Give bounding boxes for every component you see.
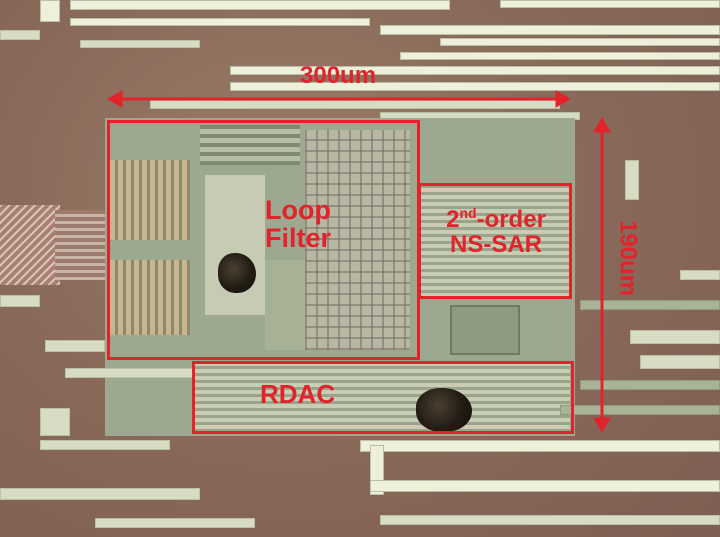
- metal-trace: [70, 0, 450, 10]
- circuit-block: [200, 125, 300, 165]
- metal-trace: [0, 488, 200, 500]
- rdac-box: [192, 361, 574, 434]
- capacitor-array: [110, 260, 190, 335]
- ns-sar-order-suffix: -order: [476, 206, 546, 233]
- width-dimension-label: 300um: [300, 62, 377, 89]
- ns-sar-order: 2: [446, 206, 460, 233]
- metal-trace: [0, 295, 40, 307]
- metal-trace: [45, 340, 105, 352]
- loop-filter-label-line1: Loop: [265, 195, 331, 225]
- circuit-block: [420, 185, 570, 300]
- capacitor-grid: [305, 130, 410, 350]
- circuit-block: [265, 260, 305, 350]
- resistor-ladder: [195, 362, 570, 432]
- metal-trace: [40, 408, 70, 436]
- input-structure: [55, 210, 105, 280]
- loop-filter-label: Loop Filter: [265, 196, 331, 253]
- ns-sar-order-superscript: nd: [459, 205, 477, 221]
- metal-trace: [70, 18, 370, 26]
- ns-sar-label-line2: NS-SAR: [449, 231, 542, 259]
- height-dimension-label: 190um: [614, 219, 642, 297]
- metal-trace: [80, 40, 200, 48]
- dust-particle: [416, 388, 472, 432]
- metal-trace: [0, 30, 40, 40]
- dust-particle: [218, 253, 256, 293]
- metal-trace: [40, 440, 170, 450]
- ns-sar-label-line1: 2nd-order: [422, 205, 570, 233]
- loop-filter-label-line2: Filter: [265, 223, 332, 254]
- capacitor-array: [110, 160, 190, 240]
- metal-trace: [625, 160, 639, 200]
- input-structure: [0, 205, 60, 285]
- circuit-block: [450, 305, 520, 355]
- ns-sar-box: [418, 183, 572, 299]
- metal-trace: [40, 0, 60, 22]
- rdac-label: RDAC: [260, 379, 336, 409]
- ns-sar-label: 2nd-order NS-SAR: [422, 205, 570, 259]
- metal-trace: [95, 518, 255, 528]
